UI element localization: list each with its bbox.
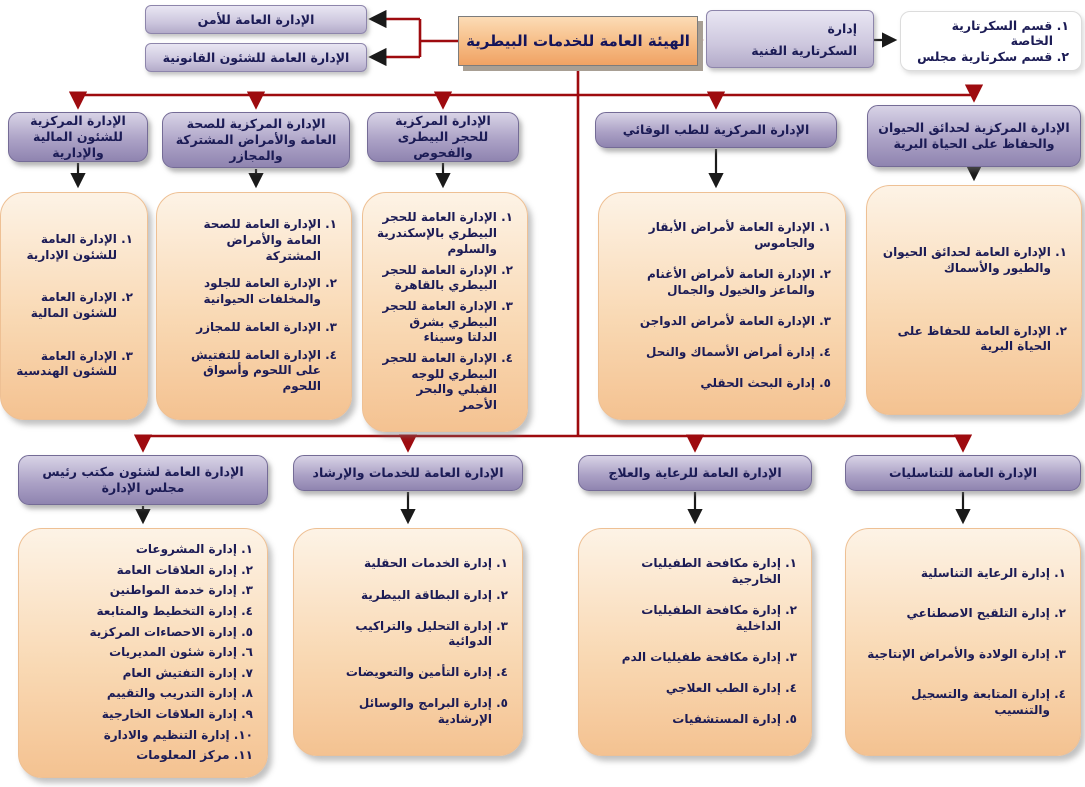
central-box-public-health: ١. الإدارة العامة للصحة العامة والأمراض … <box>156 192 352 420</box>
list-item: ١٠. إدارة التنظيم والادارة <box>103 727 253 742</box>
secretariat-sections-node: ١. قسم السكرتارية الخاصة ٢. قسم سكرتارية… <box>900 11 1082 71</box>
list-item: ٣. إدارة مكافحة طفيليات الدم <box>621 649 797 664</box>
list-item: ١. إدارة الخدمات الحقلية <box>364 556 508 571</box>
list-item: ٤. إدارة المتابعة والتسجيل والتنسيب <box>911 686 1066 717</box>
list-item: ٢. الإدارة العامة للحجر البيطري بالقاهرة <box>382 262 513 293</box>
central-header-financial-admin: الإدارة المركزية للشئون المالية والإداري… <box>8 112 148 162</box>
general-header-reproduction: الإدارة العامة للتناسليات <box>845 455 1081 491</box>
general-header-services-guidance: الإدارة العامة للخدمات والإرشاد <box>293 455 523 491</box>
central-header-public-health: الإدارة المركزية للصحة العامة والأمراض ا… <box>162 112 350 168</box>
central-header-quarantine: الإدارة المركزية للحجر البيطرى والفحوص <box>367 112 519 162</box>
list-item: ٣. الإدارة العامة لأمراض الدواجن <box>639 313 831 328</box>
general-box-care-treatment: ١. إدارة مكافحة الطفيليات الخارجية ٢. إد… <box>578 528 812 756</box>
list-item: ١. إدارة الرعاية التناسلية <box>920 565 1066 580</box>
list-item: ٥. إدارة الاحصاءات المركزية <box>89 624 254 639</box>
list-item: ٤. الإدارة العامة للتفتيش على اللحوم وأس… <box>190 347 337 394</box>
list-item: ٥. إدارة البحث الحقلي <box>700 375 831 390</box>
list-item: ٢. إدارة التلقيح الاصطناعي <box>906 606 1066 621</box>
list-item: ٣. إدارة خدمة المواطنين <box>109 583 253 598</box>
central-box-zoos-wildlife: ١. الإدارة العامة لحدائق الحيوان والطيور… <box>866 185 1082 415</box>
list-item: ٣. الإدارة العامة للشئون الهندسية <box>16 348 133 379</box>
list-item: ١. الإدارة العامة للشئون الإدارية <box>26 232 133 262</box>
technical-secretariat-node: إدارة السكرتارية الفنية <box>706 10 874 68</box>
list-item: ١. إدارة مكافحة الطفيليات الخارجية <box>641 556 797 587</box>
central-box-quarantine: ١. الإدارة العامة للحجر البيطري بالإسكند… <box>362 192 528 432</box>
list-item: ١. الإدارة العامة للحجر البيطري بالإسكند… <box>377 210 513 256</box>
central-header-zoos-wildlife: الإدارة المركزية لحدائق الحيوان والحفاظ … <box>867 105 1081 167</box>
list-item: ٤. إدارة الطب العلاجي <box>665 680 797 695</box>
list-item: ١. الإدارة العامة للصحة العامة والأمراض … <box>203 217 338 263</box>
list-item: ٥. إدارة البرامج والوسائل الإرشادية <box>358 696 508 726</box>
list-item: ٣. إدارة الولادة والأمراض الإنتاجية <box>867 646 1066 661</box>
list-item: ٤. إدارة التأمين والتعويضات <box>345 665 508 680</box>
secretariat-line2: السكرتارية الفنية <box>751 42 857 58</box>
general-box-services-guidance: ١. إدارة الخدمات الحقلية ٢. إدارة البطاق… <box>293 528 523 756</box>
list-item: ٥. إدارة المستشفيات <box>672 711 797 726</box>
list-item: ١. الإدارة العامة لأمراض الأبقار والجامو… <box>648 220 831 251</box>
list-item: ٦. إدارة شئون المديريات <box>109 645 253 660</box>
list-item: ٢. إدارة مكافحة الطفيليات الداخلية <box>641 603 797 633</box>
list-item: ٤. إدارة التخطيط والمتابعة <box>96 603 253 618</box>
central-header-preventive-medicine: الإدارة المركزية للطب الوقائي <box>595 112 837 148</box>
root-node: الهيئة العامة للخدمات البيطرية <box>458 16 698 66</box>
list-item: ٩. إدارة العلاقات الخارجية <box>101 707 253 722</box>
list-item: ٤. إدارة أمراض الأسماك والنحل <box>646 344 831 359</box>
list-item: ٨. إدارة التدريب والتقييم <box>106 686 253 701</box>
list-item: ٢. قسم سكرتارية مجلس <box>917 48 1069 64</box>
list-item: ١. قسم السكرتارية الخاصة <box>951 18 1069 49</box>
general-header-chairman-office: الإدارة العامة لشئون مكتب رئيس مجلس الإد… <box>18 455 268 505</box>
list-item: ٤. الإدارة العامة للحجر البيطري للوجه ال… <box>382 351 513 413</box>
list-item: ٧. إدارة التفتيش العام <box>122 665 253 680</box>
central-box-financial-admin: ١. الإدارة العامة للشئون الإدارية ٢. الإ… <box>0 192 148 420</box>
list-item: ٣. الإدارة العامة للمجازر <box>196 319 337 334</box>
list-item: ٢. إدارة البطاقة البيطرية <box>361 587 508 602</box>
list-item: ٢. إدارة العلاقات العامة <box>116 562 253 577</box>
list-item: ٣. إدارة التحليل والتراكيب الدوائية <box>355 618 508 649</box>
list-item: ١. إدارة المشروعات <box>135 542 253 557</box>
general-header-care-treatment: الإدارة العامة للرعاية والعلاج <box>578 455 812 491</box>
list-item: ٢. الإدارة العامة للجلود والمخلفات الحيو… <box>203 276 337 307</box>
legal-dept-node: الإدارة العامة للشئون القانونية <box>145 43 367 72</box>
security-dept-node: الإدارة العامة للأمن <box>145 5 367 34</box>
general-box-chairman-office: ١. إدارة المشروعات ٢. إدارة العلاقات الع… <box>18 528 268 778</box>
list-item: ١. الإدارة العامة لحدائق الحيوان والطيور… <box>882 245 1067 275</box>
list-item: ٢. الإدارة العامة للشئون المالية <box>30 290 133 320</box>
list-item: ١١. مركز المعلومات <box>136 748 253 763</box>
list-item: ٢. الإدارة العامة لأمراض الأغنام والماعز… <box>646 267 831 297</box>
general-box-reproduction: ١. إدارة الرعاية التناسلية ٢. إدارة التل… <box>845 528 1081 756</box>
secretariat-line1: إدارة <box>827 20 857 36</box>
central-box-preventive-medicine: ١. الإدارة العامة لأمراض الأبقار والجامو… <box>598 192 846 420</box>
list-item: ٣. الإدارة العامة للحجر البيطري بشرق الد… <box>382 299 513 345</box>
list-item: ٢. الإدارة العامة للحفاظ على الحياة البر… <box>897 323 1067 354</box>
